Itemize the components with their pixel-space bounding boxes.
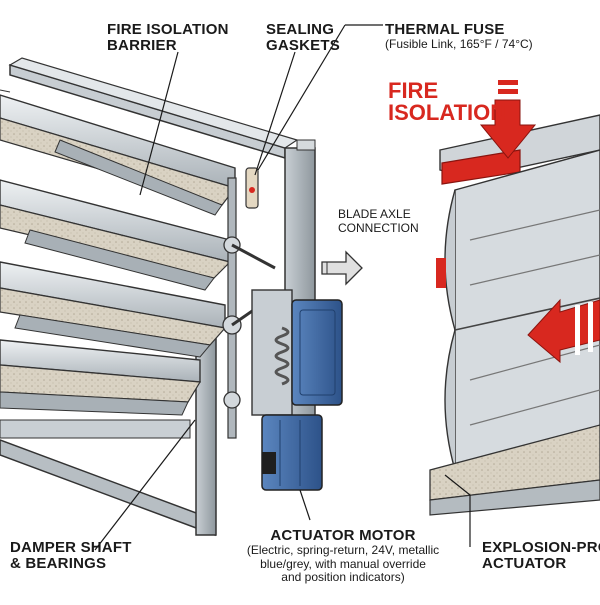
blade-4	[0, 339, 202, 416]
label-fire-barrier-line2: BARRIER	[107, 36, 177, 54]
label-fire-iso-line1: FIRE	[388, 78, 439, 103]
arrow-right-icon	[321, 250, 363, 286]
label-gaskets-line1: SEALING	[266, 21, 335, 38]
label-shaft-line2: & BEARINGS	[10, 554, 107, 572]
label-fire-barrier: FIRE ISOLATION BARRIER	[107, 22, 229, 54]
label-damper-shaft: DAMPER SHAFT & BEARINGS	[10, 540, 132, 572]
label-axle-line1: BLADE AXLE	[338, 207, 411, 221]
spring-icon	[274, 326, 290, 386]
label-motor-sub1: (Electric, spring-return, 24V, metallic	[246, 542, 440, 557]
label-fire-barrier-line1: FIRE ISOLATION	[107, 21, 229, 38]
label-shaft-line1: DAMPER SHAFT	[10, 539, 132, 556]
linkage	[222, 167, 276, 439]
label-thermal-fuse: THERMAL FUSE (Fusible Link, 165°F / 74°C…	[385, 22, 533, 52]
label-motor-sub2: blue/grey, with manual override	[260, 556, 426, 571]
label-blade-axle: BLADE AXLE CONNECTION	[338, 207, 419, 236]
label-gaskets-line2: GASKETS	[266, 36, 340, 54]
label-explosion-line1: EXPLOSION-PROO	[482, 539, 600, 556]
red-arrow-icon	[527, 298, 600, 364]
actuator-motor	[251, 289, 343, 491]
label-axle-line2: CONNECTION	[338, 220, 419, 235]
right-damper	[429, 114, 600, 516]
blade-1	[0, 94, 237, 216]
label-fuse-title: THERMAL FUSE	[385, 21, 505, 38]
label-explosion-actuator: EXPLOSION-PROO ACTUATOR	[482, 540, 600, 572]
label-fire-iso-line2: ISOLATION	[388, 100, 507, 125]
red-arrow-icon	[479, 80, 537, 159]
label-explosion-line2: ACTUATOR	[482, 554, 567, 572]
label-motor-title: ACTUATOR MOTOR	[270, 527, 416, 544]
label-actuator-motor: ACTUATOR MOTOR (Electric, spring-return,…	[228, 528, 458, 585]
blade-2	[0, 179, 232, 291]
label-fuse-sub: (Fusible Link, 165°F / 74°C)	[385, 36, 533, 51]
label-motor-sub3: and position indicators)	[281, 570, 405, 585]
leader-lines	[94, 24, 471, 551]
blade-3	[0, 261, 227, 358]
left-damper-blades	[0, 94, 237, 439]
label-fire-isolation: FIRE ISOLATION	[388, 80, 506, 124]
label-sealing-gaskets: SEALING GASKETS	[266, 22, 340, 54]
